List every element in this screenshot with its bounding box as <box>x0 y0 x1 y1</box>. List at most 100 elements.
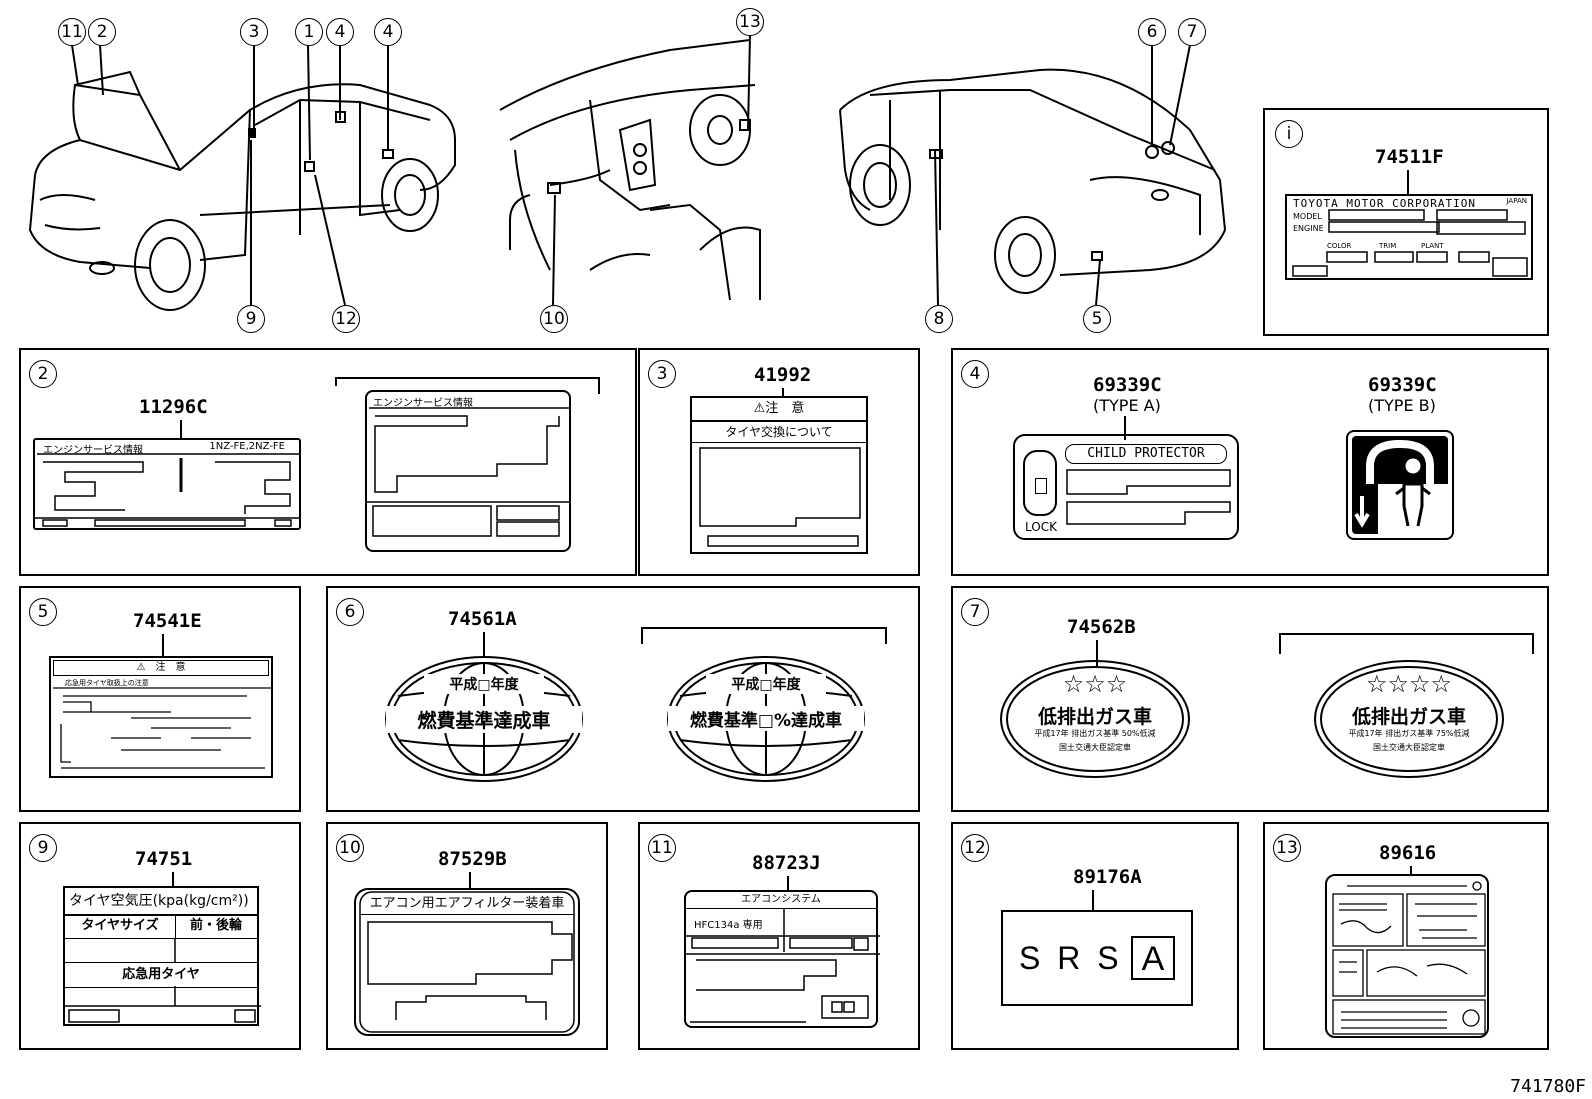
plate-japan: JAPAN <box>1506 197 1527 205</box>
leader-line <box>1092 890 1094 910</box>
part-number: 88723J <box>752 852 821 874</box>
part-number: 74511F <box>1375 146 1444 168</box>
emblem-a-text: 燃費基準達成車 <box>386 706 582 733</box>
panel-4-69339C[interactable]: 4 69339C (TYPE A) 69339C (TYPE B) CHILD … <box>951 348 1549 576</box>
lock-text: LOCK <box>1025 520 1057 534</box>
srs-letter: A <box>1131 936 1175 980</box>
vehicle-id-plate: TOYOTA MOTOR CORPORATION JAPAN MODEL ENG… <box>1285 194 1533 280</box>
child-protector-text: CHILD PROTECTOR <box>1065 444 1227 464</box>
part-number: 89616 <box>1379 842 1437 864</box>
emblem-a-cert: 国土交通大臣認定車 <box>1059 743 1131 752</box>
car-front-drawing <box>28 44 456 311</box>
ac-filter-label: エアコン用エアフィルター装着車 <box>354 888 580 1036</box>
size-header: タイヤサイズ <box>65 914 176 939</box>
panel-marker: 13 <box>1273 834 1301 862</box>
panel-11-88723J[interactable]: 11 88723J エアコンシステム HFC134a 専用 <box>638 822 920 1050</box>
leader-line <box>162 634 164 656</box>
panel-12-89176A[interactable]: 12 89176A S R S A <box>951 822 1239 1050</box>
callout-7[interactable]: 7 <box>1178 18 1206 46</box>
callout-8[interactable]: 8 <box>925 305 953 333</box>
label-lines <box>359 891 575 1033</box>
part-number-a: 69339C <box>1093 374 1162 396</box>
panel-marker: 3 <box>648 360 676 388</box>
panel-marker: 2 <box>29 360 57 388</box>
panel-marker: 11 <box>648 834 676 862</box>
part-number: 74541E <box>133 610 202 632</box>
emblem-b-text: 低排出ガス車 <box>1351 706 1466 728</box>
callout-4b[interactable]: 4 <box>374 18 402 46</box>
panel-5-74541E[interactable]: 5 74541E ⚠ 注 意 応急用タイヤ取扱上の注意 <box>19 586 301 812</box>
spare-header: 応急用タイヤ <box>65 962 257 988</box>
callout-1[interactable]: 1 <box>295 18 323 46</box>
leader-line <box>172 872 174 886</box>
panel-13-89616[interactable]: 13 89616 <box>1263 822 1549 1050</box>
part-number-b: 69339C <box>1368 374 1437 396</box>
panel-i-74511F[interactable]: i 74511F TOYOTA MOTOR CORPORATION JAPAN … <box>1263 108 1549 336</box>
panel-marker: 12 <box>961 834 989 862</box>
callout-12[interactable]: 12 <box>332 305 360 333</box>
callout-10[interactable]: 10 <box>540 305 568 333</box>
emblem-a-small: 平成17年 排出ガス基準 50%低減 <box>1034 729 1156 738</box>
lock-switch-icon <box>1023 450 1057 516</box>
callout-11[interactable]: 11 <box>58 18 86 46</box>
emblem-b-text: 燃費基準□%達成車 <box>668 706 864 731</box>
panel-marker: 6 <box>336 598 364 626</box>
leader-line <box>782 388 784 396</box>
plate-engine: ENGINE <box>1293 224 1324 233</box>
label-engine: 1NZ-FE,2NZ-FE <box>209 441 285 452</box>
part-number: 74561A <box>448 608 517 630</box>
callout-2[interactable]: 2 <box>88 18 116 46</box>
plate-color: COLOR <box>1327 242 1352 250</box>
leader-line <box>1407 170 1409 195</box>
pressure-title: タイヤ空気圧(kpa(kg/cm²)) <box>65 888 257 916</box>
emblems <box>1000 633 1534 778</box>
label-lines <box>1066 469 1231 525</box>
panel-2-11296C[interactable]: 2 11296C エンジンサービス情報 1NZ-FE,2NZ-FE エンジンサー… <box>19 348 637 576</box>
part-number: 74562B <box>1067 616 1136 638</box>
label-b-lines <box>367 407 571 537</box>
engine-service-label-a: エンジンサービス情報 1NZ-FE,2NZ-FE <box>33 438 301 530</box>
table-lines <box>65 938 261 1023</box>
callout-5[interactable]: 5 <box>1083 305 1111 333</box>
leader-line <box>787 876 789 890</box>
part-number: 87529B <box>438 848 507 870</box>
spare-tire-caution-label: ⚠ 注 意 応急用タイヤ取扱上の注意 <box>49 656 273 778</box>
srs-text: S R S <box>1019 940 1123 976</box>
plate-plant: PLANT <box>1421 242 1444 250</box>
panel-6-74561A[interactable]: 6 74561A 平成□年度 燃費基準達成車 平成□年度 燃費基準□%達成車 <box>326 586 920 812</box>
child-protector-label-a: CHILD PROTECTOR LOCK <box>1013 434 1239 540</box>
label-a-lines <box>35 453 301 527</box>
label-lines <box>686 908 880 1023</box>
emblem-b-cert: 国土交通大臣認定車 <box>1373 743 1445 752</box>
leader-line <box>1410 866 1412 874</box>
plate-trim: TRIM <box>1379 242 1397 250</box>
panel-3-41992[interactable]: 3 41992 ⚠注 意 タイヤ交換について <box>638 348 920 576</box>
label-title: エンジンサービス情報 <box>373 398 473 409</box>
plate-corp: TOYOTA MOTOR CORPORATION <box>1293 197 1476 210</box>
label-title: エンジンサービス情報 <box>43 445 143 456</box>
panel-7-74562B[interactable]: 7 74562B ☆☆☆ 低排出ガス車 平成17年 排出ガス基準 50%低減 国… <box>951 586 1549 812</box>
caution-header: ⚠ 注 意 <box>53 660 269 676</box>
emblem-b-stars: ☆☆☆☆ <box>1365 670 1453 698</box>
part-number: 89176A <box>1073 866 1142 888</box>
caution-header: ⚠注 意 <box>692 398 866 422</box>
callout-9[interactable]: 9 <box>237 305 265 333</box>
child-lock-label-b <box>1346 430 1454 540</box>
front-rear-header: 前・後輪 <box>175 914 257 939</box>
panel-marker: 4 <box>961 360 989 388</box>
emblem-b-small: 平成17年 排出ガス基準 75%低減 <box>1348 729 1470 738</box>
callout-13[interactable]: 13 <box>736 8 764 36</box>
refrigerant-text: HFC134a 専用 <box>694 920 763 931</box>
emblem-a-stars: ☆☆☆ <box>1062 670 1128 698</box>
panel-10-87529B[interactable]: 10 87529B エアコン用エアフィルター装着車 <box>326 822 608 1050</box>
callout-3[interactable]: 3 <box>240 18 268 46</box>
panel-9-74751[interactable]: 9 74751 タイヤ空気圧(kpa(kg/cm²)) タイヤサイズ 前・後輪 … <box>19 822 301 1050</box>
callout-6[interactable]: 6 <box>1138 18 1166 46</box>
engine-service-label-b: エンジンサービス情報 <box>365 390 571 552</box>
child-lock-icon <box>1352 436 1448 534</box>
panel-marker: 5 <box>29 598 57 626</box>
instruction-graphics <box>1332 881 1486 1035</box>
panel-marker: 9 <box>29 834 57 862</box>
panel-marker: 10 <box>336 834 364 862</box>
callout-4a[interactable]: 4 <box>326 18 354 46</box>
